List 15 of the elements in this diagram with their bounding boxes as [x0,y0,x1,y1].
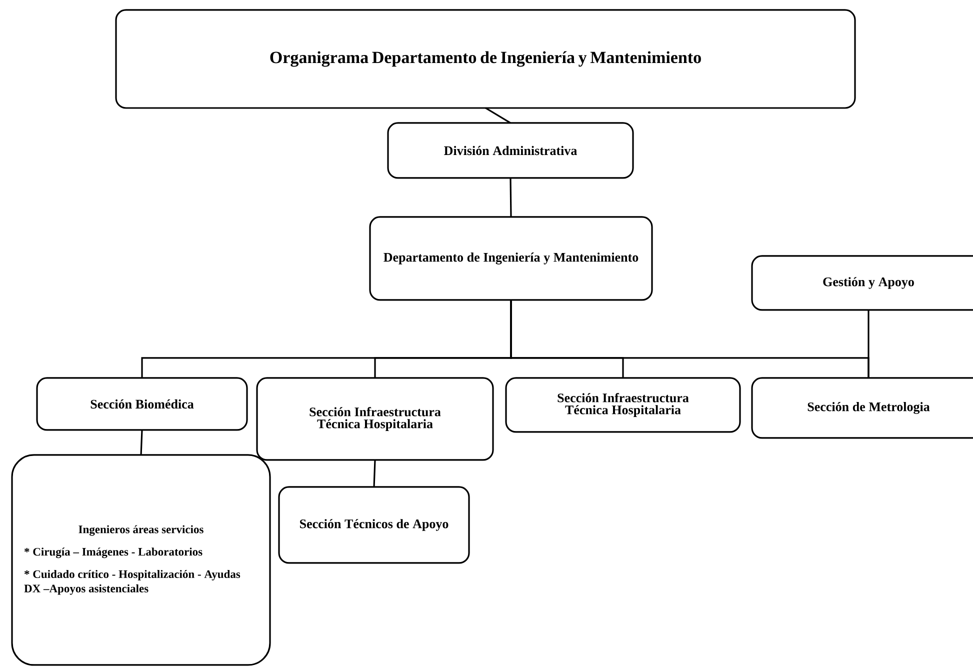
section-box: Sección Técnicos de Apoyo [278,486,470,564]
section-box: Sección Infraestructura Técnica Hospitalaria [256,377,494,461]
section-box: Gestión y Apoyo [751,255,973,311]
section-box: Sección Infraestructura Técnica Hospitalaria [505,377,741,433]
connector-line [373,460,376,488]
staff-box: Ingenieros áreas servicios * Cirugía – Imágenes - Laboratorios * Cuidado crítico - Hospitalización - Ayudas DX –Apoyos asistenciales [11,454,271,666]
division-box: División Administrativa [387,122,634,179]
title-box: Organigrama Departamento de Ingeniería y Mantenimiento [115,9,856,109]
connector-line [485,107,511,124]
connector-line [868,310,870,378]
connector-line [140,430,143,456]
department-box: Departamento de Ingeniería y Mantenimiento [369,216,653,301]
section-box: Sección Biomédica [36,377,248,431]
connector-line [510,178,512,217]
section-box: Sección de Metrologia [751,377,973,439]
